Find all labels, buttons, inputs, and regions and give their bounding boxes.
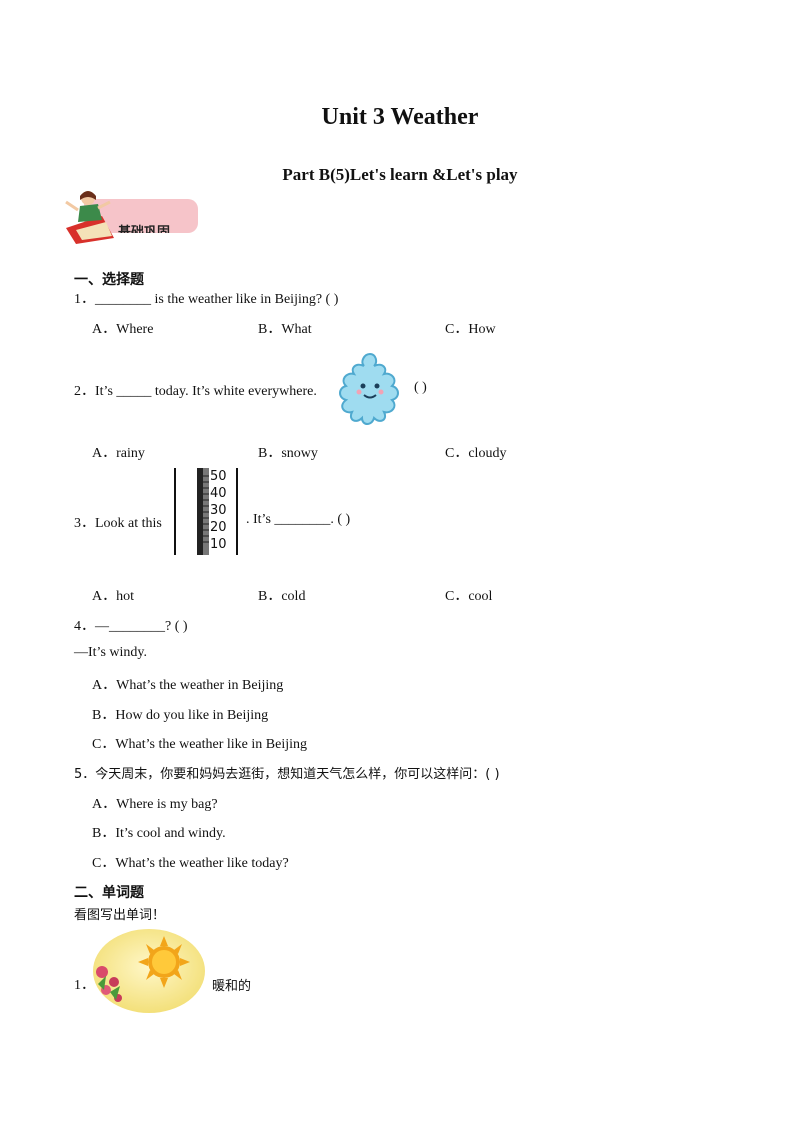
q4-option-a[interactable]: A．What’s the weather in Beijing — [92, 678, 284, 693]
q3-text-after: . It’s ________. ( ) — [246, 512, 351, 527]
thermometer-frame-left — [174, 468, 176, 555]
q2-option-c[interactable]: C．cloudy — [445, 446, 507, 461]
q2-answer-paren: ( ) — [414, 380, 427, 395]
q2-option-a[interactable]: A．rainy — [92, 446, 145, 461]
q1-option-b[interactable]: B．What — [258, 322, 312, 337]
q3-option-a[interactable]: A．hot — [92, 589, 134, 604]
q4-text: 4．—________? ( ) — [74, 619, 188, 634]
q3-text-before: 3．Look at this — [74, 516, 162, 531]
q5-option-c[interactable]: C．What’s the weather like today? — [92, 856, 289, 871]
badge-label: 基础巩固 — [118, 225, 171, 233]
page-title: Unit 3 Weather — [321, 104, 479, 130]
q1-text: 1．________ is the weather like in Beijin… — [74, 292, 339, 307]
item1-hint: 暖和的 — [212, 979, 252, 994]
thermometer-labels: 50 40 30 20 10 — [210, 468, 227, 553]
thermometer-label: 10 — [210, 537, 227, 552]
thermometer-label: 40 — [210, 486, 227, 501]
thermometer-scale-icon — [197, 468, 209, 555]
q5-option-b[interactable]: B．It’s cool and windy. — [92, 826, 226, 841]
q4-option-c[interactable]: C．What’s the weather like in Beijing — [92, 737, 308, 752]
page-subtitle: Part B(5)Let's learn &Let's play — [282, 165, 518, 184]
q3-option-b[interactable]: B．cold — [258, 589, 306, 604]
q5-option-a[interactable]: A．Where is my bag? — [92, 797, 218, 812]
q4-option-b[interactable]: B．How do you like in Beijing — [92, 708, 269, 723]
q2-option-b[interactable]: B．snowy — [258, 446, 318, 461]
reading-girl-icon — [65, 191, 114, 244]
section1-heading: 一、选择题 — [74, 272, 144, 288]
section2-instruction: 看图写出单词！ — [74, 908, 166, 923]
thermometer-label: 30 — [210, 503, 227, 518]
thermometer-frame-right — [236, 468, 238, 555]
q1-option-c[interactable]: C．How — [445, 322, 496, 337]
q1-option-a[interactable]: A．Where — [92, 322, 154, 337]
thermometer-label: 50 — [210, 469, 227, 484]
warm-sun-picture — [93, 929, 205, 1013]
section2-heading: 二、单词题 — [74, 885, 144, 901]
q3-option-c[interactable]: C．cool — [445, 589, 493, 604]
q5-text: 5．今天周末，你要和妈妈去逛街，想知道天气怎么样，你可以这样问：( ) — [74, 767, 500, 782]
snowflake-icon — [339, 352, 399, 425]
q2-text: 2．It’s _____ today. It’s white everywher… — [74, 384, 317, 399]
thermometer-label: 20 — [210, 520, 227, 535]
item1-number: 1． — [74, 978, 95, 993]
q4-reply: —It’s windy. — [74, 645, 147, 660]
